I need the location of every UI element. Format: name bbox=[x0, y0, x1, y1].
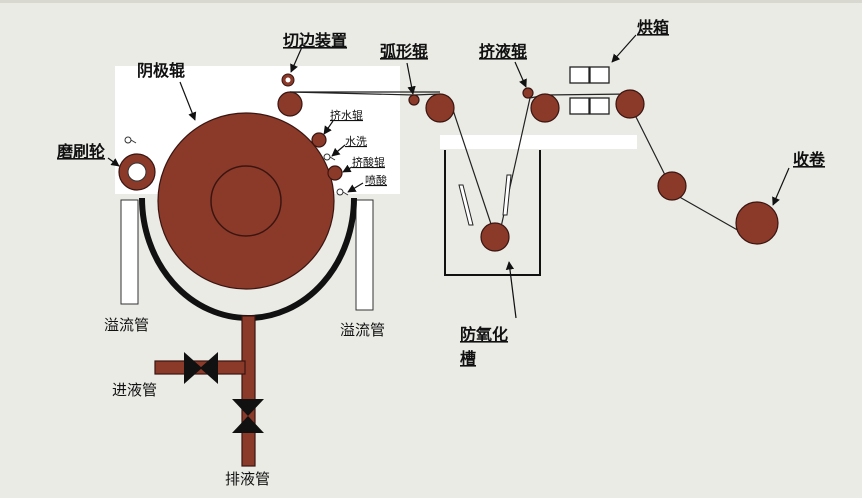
label-overflow-right: 溢流管 bbox=[340, 321, 385, 339]
arrow-squeeze-roll bbox=[514, 61, 527, 88]
cathode-roll bbox=[157, 112, 335, 290]
label-winding: 收卷 bbox=[793, 150, 826, 169]
label-antioxidation-2: 槽 bbox=[460, 349, 476, 368]
arrow-acid-spray bbox=[347, 182, 364, 193]
tank-heaters bbox=[458, 174, 512, 226]
brush-wheel-core bbox=[127, 162, 147, 182]
cathode-roll-hub bbox=[210, 165, 282, 237]
top-guide-roll bbox=[277, 91, 303, 117]
winding-roll bbox=[735, 201, 779, 245]
inlet-valve bbox=[184, 352, 218, 384]
guide-roll-1 bbox=[425, 93, 455, 123]
label-acid-spray: 喷酸 bbox=[365, 173, 387, 187]
label-squeeze-roll: 挤液辊 bbox=[479, 42, 527, 61]
overflow-pipe-right bbox=[355, 199, 374, 311]
label-antioxidation-1: 防氧化 bbox=[460, 325, 508, 344]
tank-roll bbox=[480, 222, 510, 252]
arrow-antioxidation-tank bbox=[505, 261, 517, 319]
oven-units bbox=[569, 66, 610, 115]
arrow-cathode-roll bbox=[179, 81, 197, 121]
arrow-acid-squeeze bbox=[342, 164, 353, 173]
arrow-winding bbox=[772, 167, 790, 206]
label-water-wash: 水洗 bbox=[345, 135, 367, 148]
label-inlet-pipe: 进液管 bbox=[112, 381, 157, 399]
guide-roll-4 bbox=[657, 171, 687, 201]
acid-squeeze-roll bbox=[327, 165, 343, 181]
label-water-squeeze-roll: 挤水辊 bbox=[330, 108, 363, 122]
top-border bbox=[0, 0, 862, 3]
arrow-arc-roll bbox=[406, 62, 416, 95]
water-squeeze-roll bbox=[311, 132, 327, 148]
label-drain-pipe: 排液管 bbox=[225, 470, 270, 488]
label-arc-roll: 弧形辊 bbox=[380, 42, 428, 61]
squeeze-roll-small bbox=[522, 87, 534, 99]
label-edge-cutter: 切边装置 bbox=[283, 31, 347, 50]
edge-cutter-roll-core bbox=[285, 77, 291, 83]
guide-roll-3 bbox=[615, 89, 645, 119]
label-overflow-left: 溢流管 bbox=[104, 316, 149, 334]
arrow-edge-cutter bbox=[290, 46, 303, 73]
spray-nozzle-icons bbox=[124, 136, 349, 196]
tank-top-bar bbox=[440, 135, 637, 149]
arrow-water-wash bbox=[331, 144, 346, 157]
label-brush-wheel: 磨刷轮 bbox=[57, 142, 105, 161]
drain-valve bbox=[232, 399, 264, 433]
label-acid-squeeze-roll: 挤酸辊 bbox=[352, 155, 385, 169]
label-cathode-roll: 阴极辊 bbox=[137, 61, 185, 80]
overflow-pipe-left bbox=[120, 199, 139, 305]
arrow-brush-wheel bbox=[107, 157, 120, 167]
guide-roll-2 bbox=[530, 93, 560, 123]
arrow-water-squeeze bbox=[323, 120, 334, 135]
antioxidation-tank bbox=[444, 150, 541, 276]
drain-pipe bbox=[241, 315, 256, 467]
label-oven: 烘箱 bbox=[637, 18, 669, 37]
arrow-oven bbox=[611, 34, 637, 63]
arc-roll bbox=[408, 94, 420, 106]
